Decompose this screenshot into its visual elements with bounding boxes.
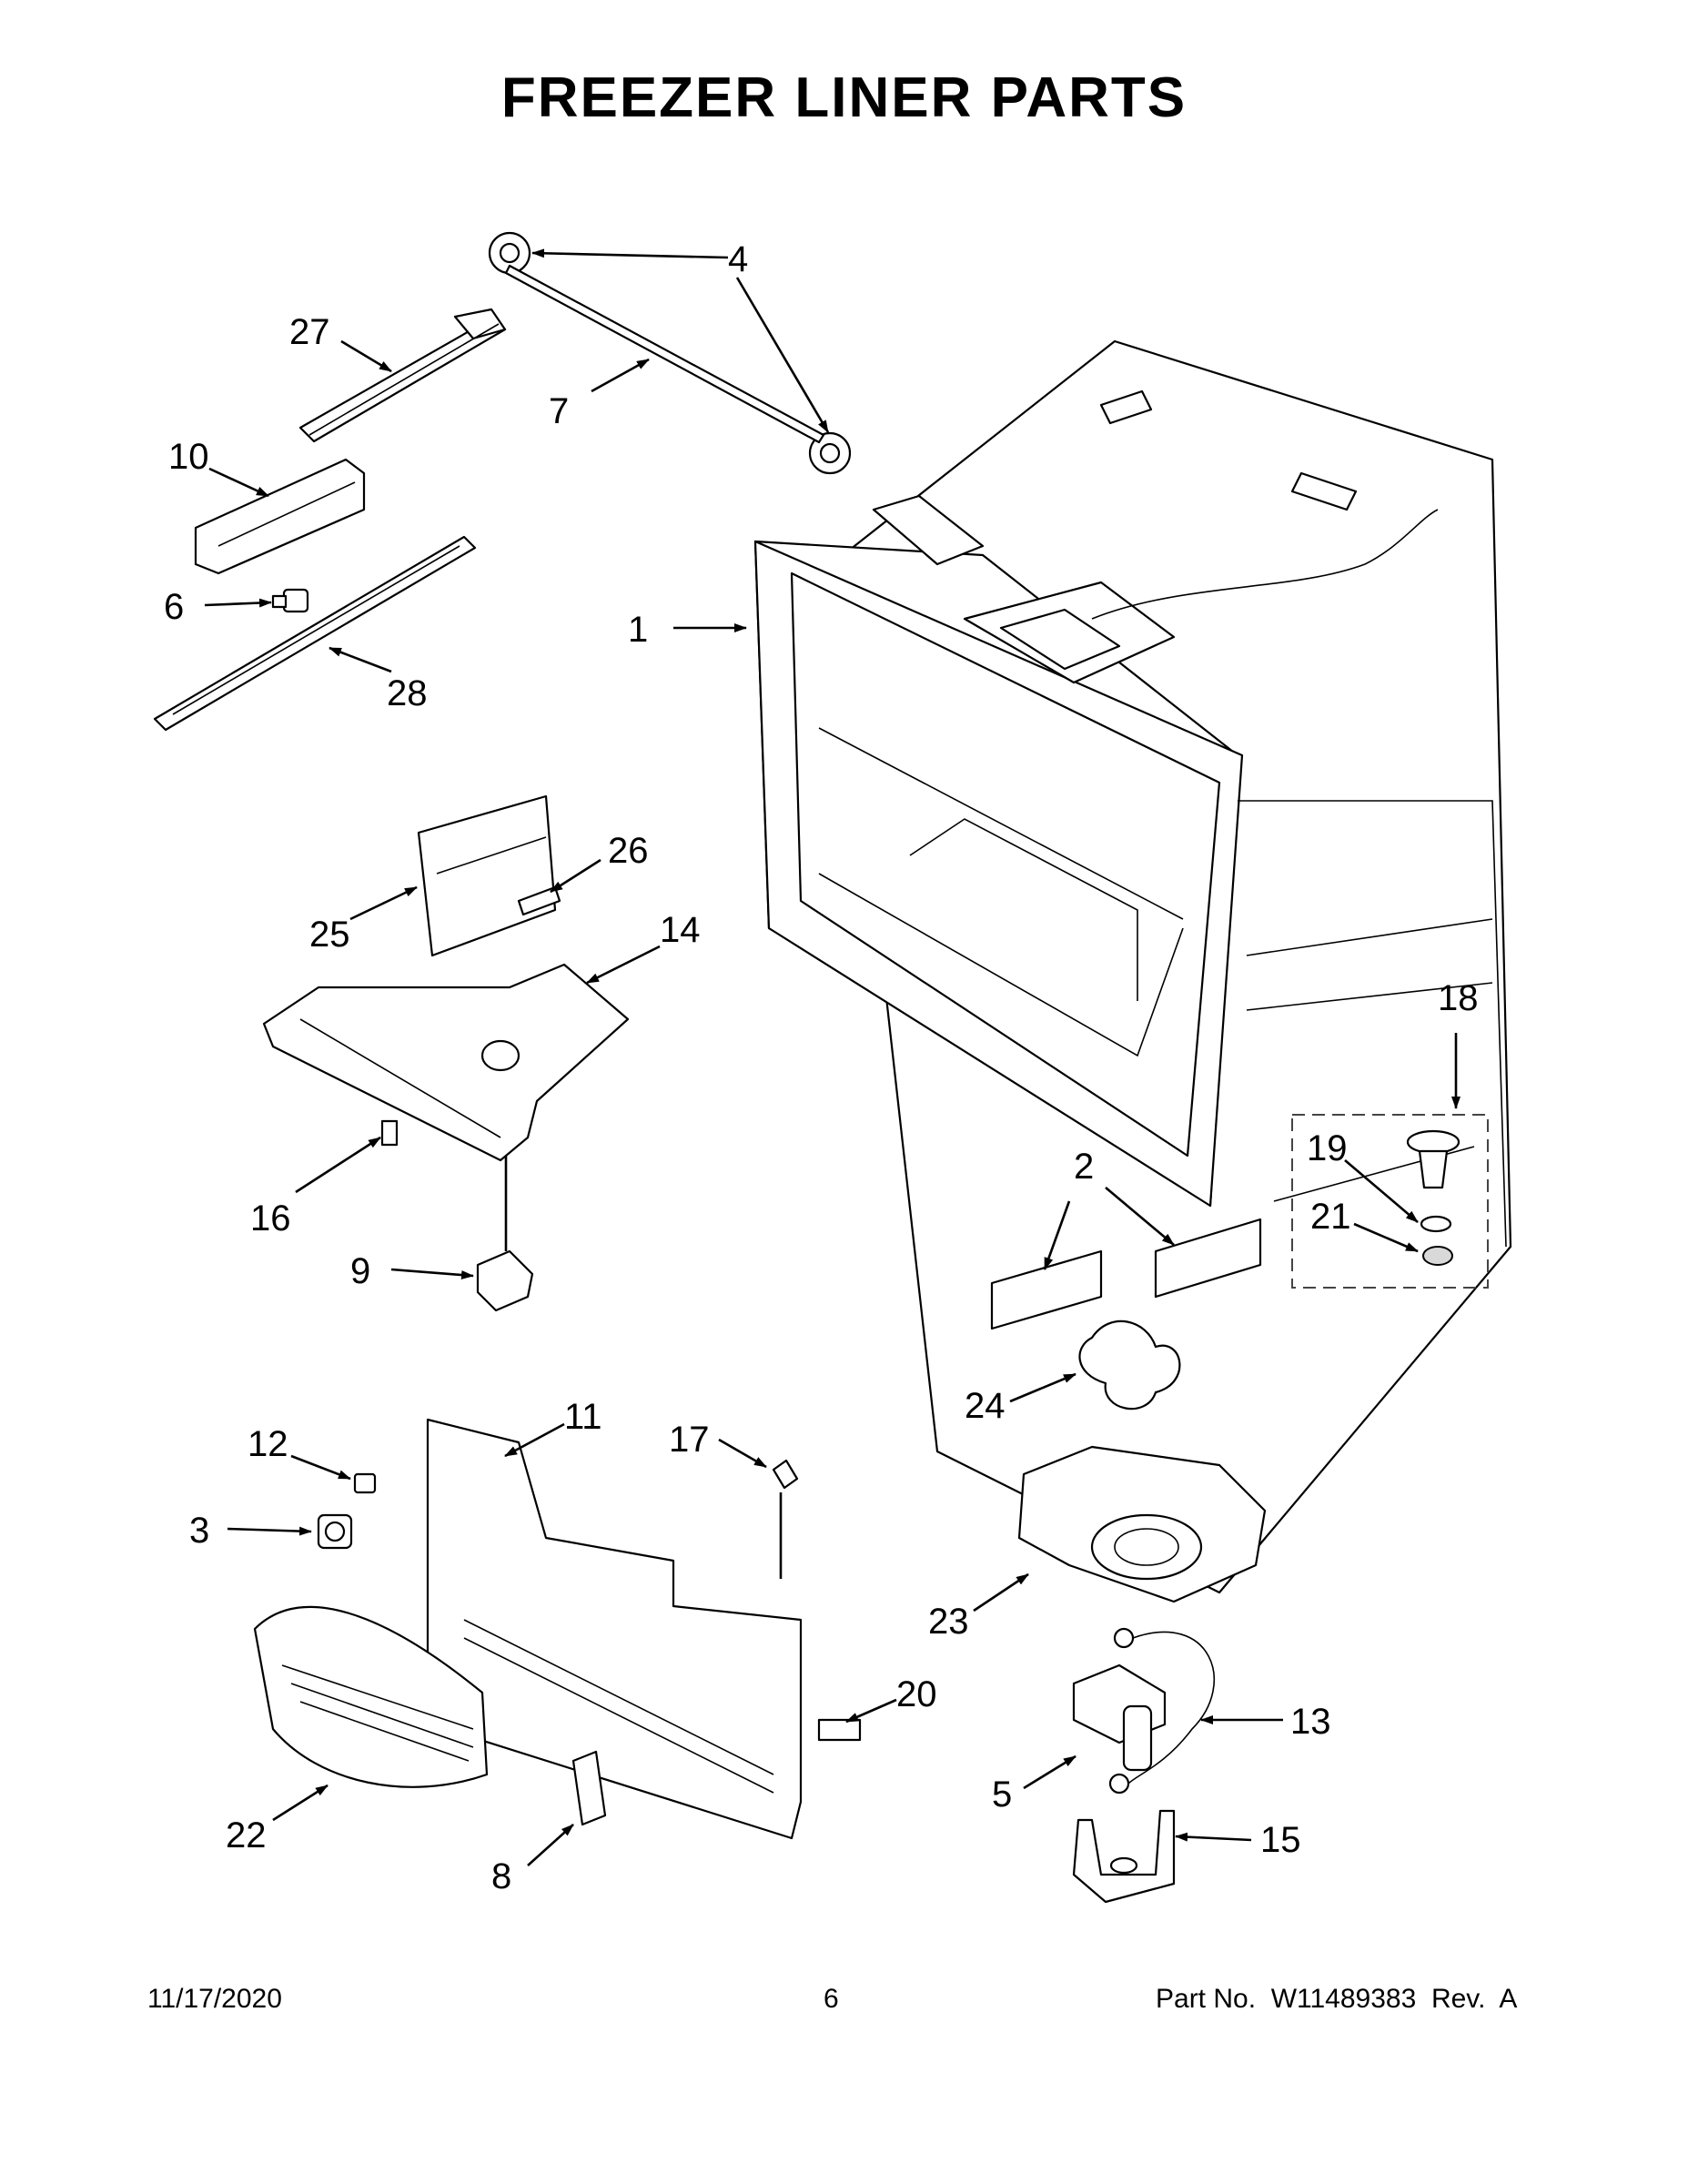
callout-23: 23 xyxy=(928,1602,969,1642)
footer-page-number: 6 xyxy=(824,1984,839,2014)
callout-4: 4 xyxy=(728,239,748,279)
bracket-part-10[interactable] xyxy=(194,458,366,575)
callout-12: 12 xyxy=(248,1424,288,1464)
leader-lines xyxy=(204,248,1461,1866)
callout-27: 27 xyxy=(289,312,330,352)
pad-part-2[interactable] xyxy=(990,1218,1262,1330)
rail-part-27[interactable] xyxy=(298,308,507,443)
grille-part-22[interactable] xyxy=(253,1605,489,1788)
callout-8: 8 xyxy=(491,1856,511,1896)
damper-part-9[interactable] xyxy=(476,1156,534,1312)
bracket-part-15[interactable] xyxy=(1072,1809,1176,1904)
strip-part-20[interactable] xyxy=(817,1718,862,1742)
callout-21: 21 xyxy=(1310,1197,1351,1237)
kit-box-part-18 xyxy=(1291,1114,1489,1289)
callout-16: 16 xyxy=(250,1198,291,1239)
gear-part-4[interactable] xyxy=(488,231,852,475)
screw-part-6[interactable] xyxy=(271,588,309,613)
fitting-part-18[interactable] xyxy=(1406,1129,1461,1189)
callout-20: 20 xyxy=(896,1674,937,1714)
callout-24: 24 xyxy=(965,1386,1006,1426)
callout-5: 5 xyxy=(992,1774,1012,1815)
callout-15: 15 xyxy=(1260,1820,1301,1860)
clip-part-26[interactable] xyxy=(517,885,561,916)
callout-6: 6 xyxy=(164,587,184,627)
callout-1: 1 xyxy=(628,610,648,650)
page-title: FREEZER LINER PARTS xyxy=(500,66,1188,129)
callout-19: 19 xyxy=(1307,1128,1348,1168)
callout-2: 2 xyxy=(1074,1147,1094,1187)
callout-25: 25 xyxy=(309,915,350,955)
tray-part-14[interactable] xyxy=(262,963,630,1162)
sensor-part-17[interactable] xyxy=(772,1459,799,1579)
callout-17: 17 xyxy=(669,1420,710,1460)
callout-9: 9 xyxy=(350,1251,370,1291)
callout-28: 28 xyxy=(387,673,428,713)
fitting-part-3[interactable] xyxy=(317,1513,353,1550)
fan-motor-part-5[interactable] xyxy=(1072,1627,1167,1795)
clip-part-8[interactable] xyxy=(571,1750,607,1826)
callout-18: 18 xyxy=(1438,978,1479,1018)
wire-part-13[interactable] xyxy=(1127,1631,1215,1785)
callout-13: 13 xyxy=(1290,1702,1331,1742)
fan-blade-part-24[interactable] xyxy=(1078,1320,1181,1410)
callout-22: 22 xyxy=(226,1815,267,1855)
footer-part-number: Part No. W11489383 Rev. A xyxy=(1156,1984,1518,2014)
callout-11: 11 xyxy=(564,1397,602,1437)
callout-labels: 4 27 7 10 6 28 1 26 25 14 18 19 21 2 16 … xyxy=(164,239,1479,1896)
callout-7: 7 xyxy=(549,391,569,431)
slide-rail-part-28[interactable] xyxy=(153,535,477,732)
callout-26: 26 xyxy=(608,831,649,871)
callout-14: 14 xyxy=(660,910,701,950)
seal-part-19[interactable] xyxy=(1420,1215,1452,1233)
fan-shroud-part-23[interactable] xyxy=(1017,1445,1267,1603)
screw-part-12[interactable] xyxy=(353,1472,377,1494)
shaft-part-7[interactable] xyxy=(504,264,825,444)
clip-part-16[interactable] xyxy=(380,1119,399,1147)
callout-10: 10 xyxy=(168,437,209,477)
footer-date: 11/17/2020 xyxy=(147,1984,282,2014)
panel-part-25[interactable] xyxy=(417,794,557,957)
callout-3: 3 xyxy=(189,1511,209,1551)
grommet-part-21[interactable] xyxy=(1422,1246,1453,1266)
